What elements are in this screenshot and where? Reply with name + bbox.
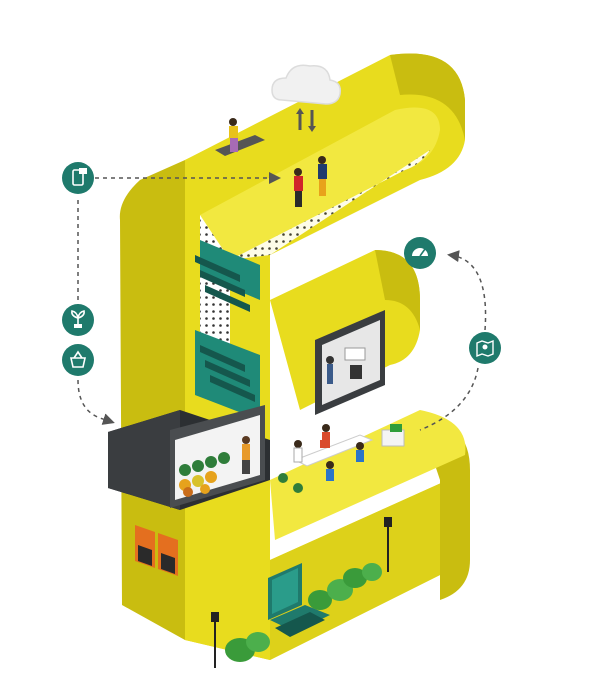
people-top — [215, 118, 327, 207]
cloud-sync-icon — [271, 64, 342, 132]
entrance-door — [268, 563, 330, 637]
bushes — [225, 563, 382, 662]
flower-shop — [108, 405, 270, 510]
speedometer-icon[interactable] — [404, 237, 436, 269]
plant-icon[interactable] — [62, 304, 94, 336]
mobile-app-icon[interactable] — [62, 162, 94, 194]
street-lamps — [211, 517, 392, 668]
desk-area — [278, 424, 405, 493]
staircase — [195, 240, 260, 420]
office-window — [315, 310, 385, 415]
lower-windows — [135, 525, 178, 576]
connection-lines — [77, 172, 487, 431]
map-location-icon[interactable] — [469, 332, 501, 364]
shopping-basket-icon[interactable] — [62, 344, 94, 376]
flowers — [179, 452, 230, 497]
